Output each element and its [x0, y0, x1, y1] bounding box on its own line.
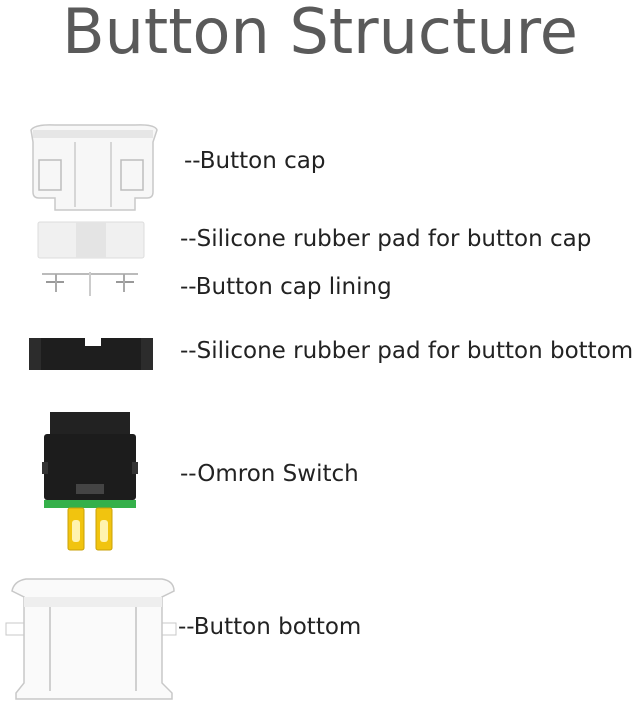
silicone-pad-bottom-illustration [29, 338, 153, 370]
label-button-cap-lining: --Button cap lining [180, 274, 392, 300]
label-button-bottom: --Button bottom [178, 614, 362, 640]
button-cap-illustration [30, 124, 158, 211]
label-silicone-pad-cap: --Silicone rubber pad for button cap [180, 226, 592, 252]
button-bottom-illustration [5, 578, 177, 700]
omron-switch-illustration [42, 412, 138, 551]
button-cap-lining-illustration [42, 272, 138, 296]
label-omron-switch: --Omron Switch [180, 461, 359, 487]
label-button-cap: --Button cap [184, 148, 326, 174]
diagram-title: Button Structure [62, 0, 578, 68]
silicone-pad-cap-illustration [37, 221, 145, 259]
label-silicone-pad-bottom: --Silicone rubber pad for button bottom [180, 338, 634, 364]
